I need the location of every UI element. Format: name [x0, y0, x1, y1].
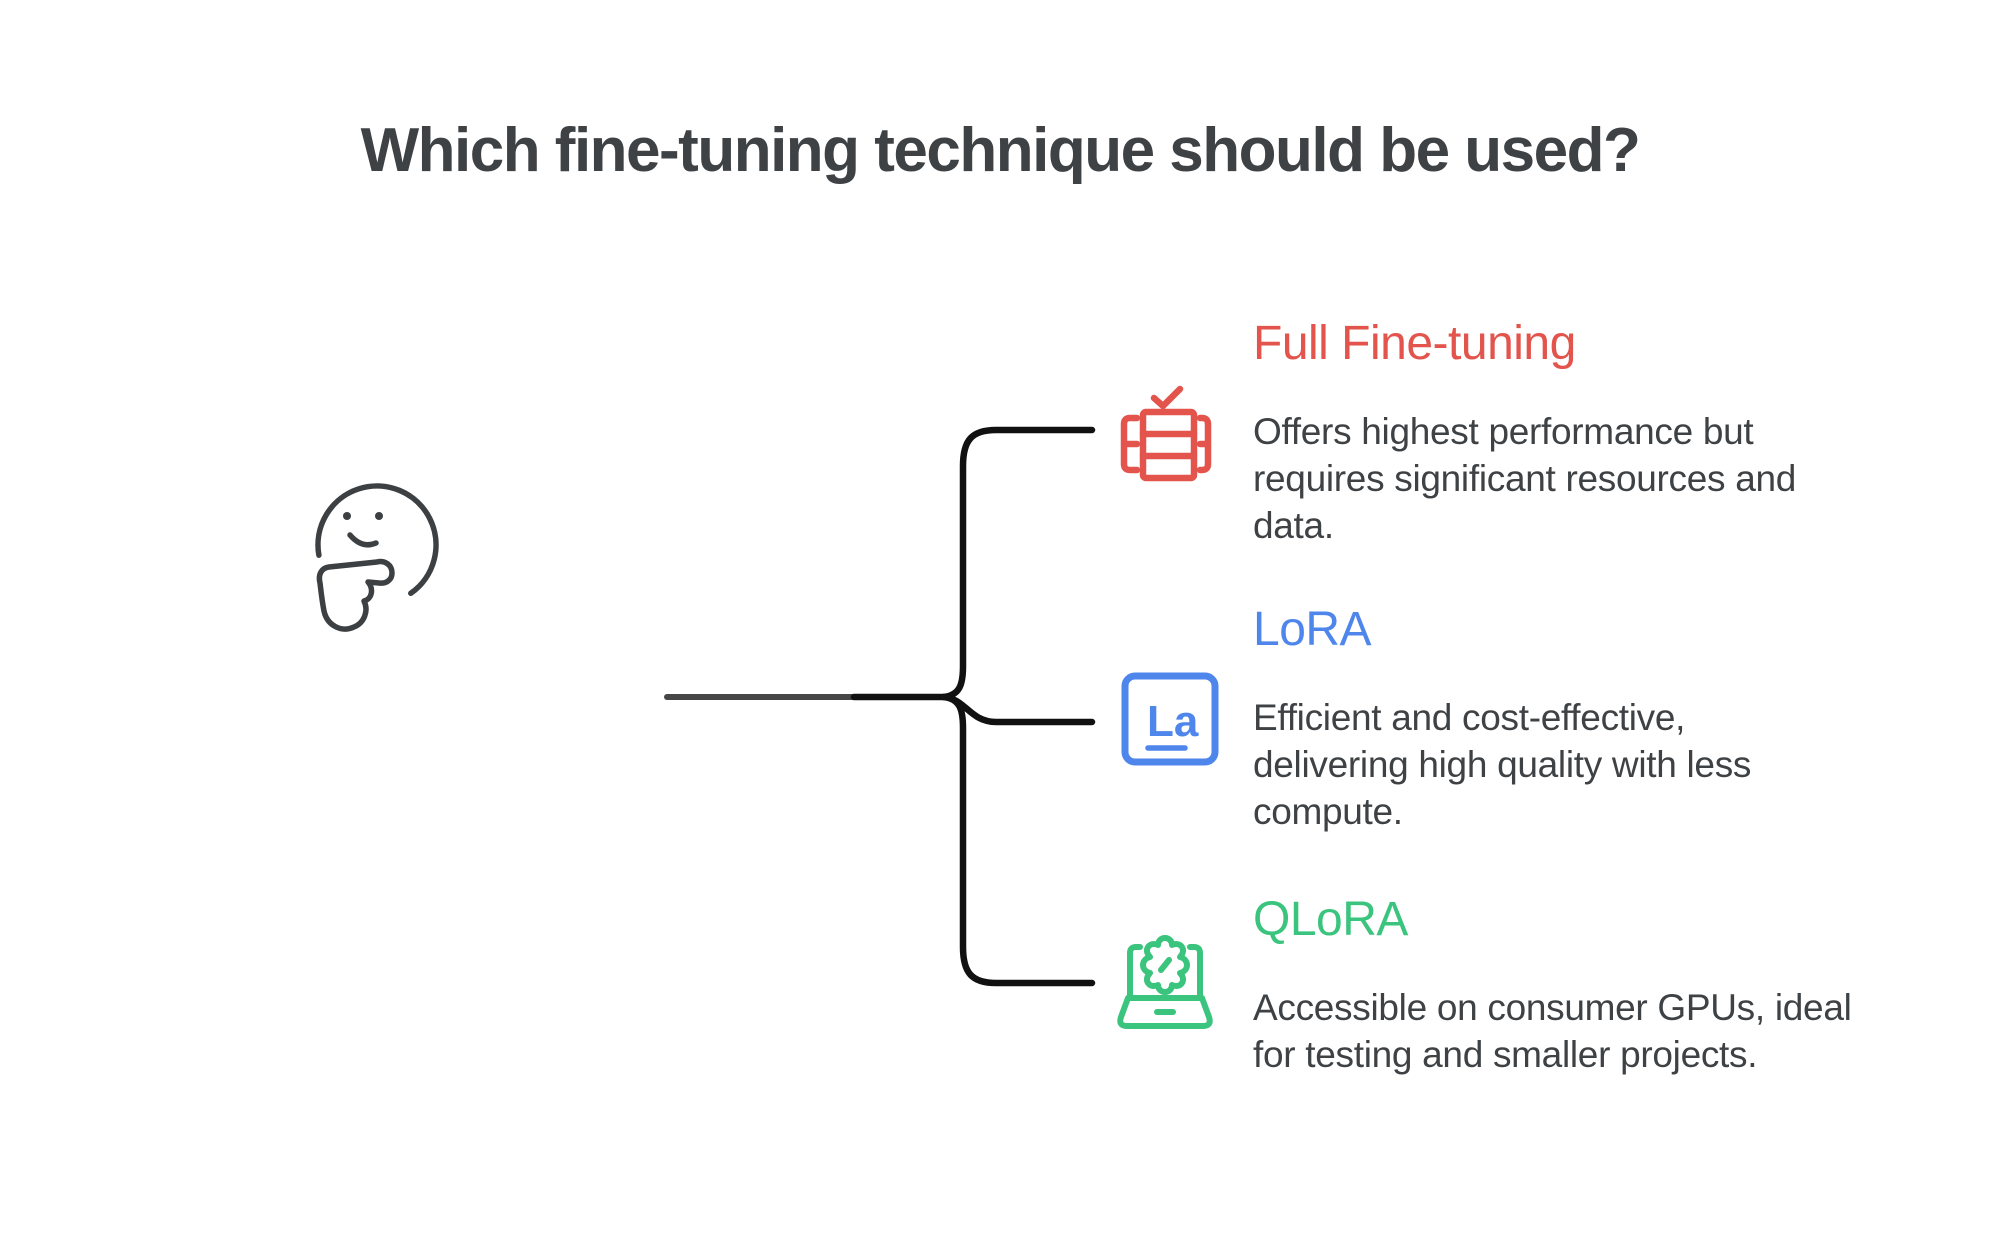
laptop-screen-left: [1127, 944, 1143, 1001]
branch-description-lora: Efficient and cost-effective, delivering…: [1253, 697, 1752, 832]
branch-description-full-fine-tuning: Offers highest performance but requires …: [1253, 411, 1797, 546]
page-title: Which fine-tuning technique should be us…: [360, 116, 1641, 185]
face-right-eye: [375, 512, 383, 520]
branch-title-full-fine-tuning: Full Fine-tuning: [1253, 317, 1576, 370]
branch-line-bottom: [940, 693, 1096, 987]
face-mouth: [347, 532, 379, 548]
branch-title-lora: LoRA: [1253, 603, 1372, 656]
server-left-bracket: [1120, 414, 1141, 474]
face-hand: [316, 558, 395, 632]
laptop-screen-right: [1187, 944, 1203, 1001]
check-mark: [1150, 385, 1184, 410]
lora-tile-text: La: [1147, 697, 1199, 746]
branch-item-full-fine-tuning: Full Fine-tuning Offers highest performa…: [1253, 316, 1953, 549]
lora-element-icon: La: [1121, 672, 1219, 766]
server-right-bracket: [1196, 414, 1212, 474]
branch-title-qlora: QLoRA: [1253, 893, 1408, 946]
laptop-gear-icon: [1117, 935, 1213, 1029]
server-checked-icon: [1120, 385, 1212, 482]
gear-slash: [1158, 957, 1172, 973]
face-head-outline: [315, 483, 439, 597]
server-body: [1139, 408, 1198, 482]
branch-description-qlora: Accessible on consumer GPUs, ideal for t…: [1253, 987, 1852, 1075]
lora-tile-border: [1121, 672, 1219, 766]
branch-line-middle: [940, 693, 1096, 726]
thinking-face-icon: [315, 483, 439, 632]
branch-line-top: [940, 426, 1096, 701]
branch-item-lora: LoRA Efficient and cost-effective, deliv…: [1253, 602, 1953, 835]
branch-item-qlora: QLoRA Accessible on consumer GPUs, ideal…: [1253, 892, 1953, 1078]
face-left-eye: [343, 512, 351, 520]
